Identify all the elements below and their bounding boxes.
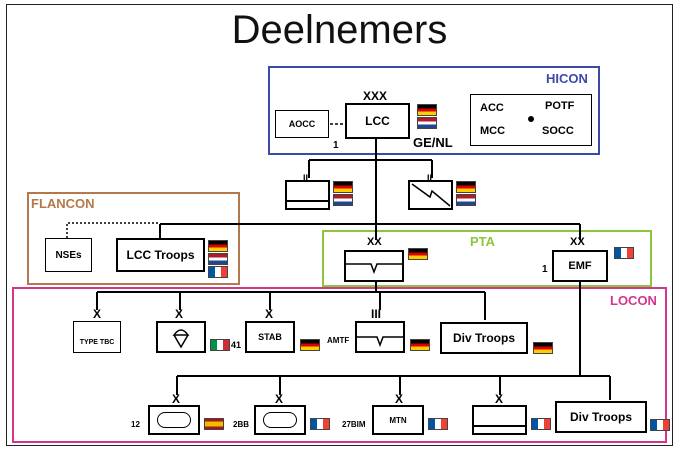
row1-unit4-box xyxy=(355,321,405,353)
row2-unit3-box: MTN xyxy=(372,405,424,435)
row2-unit4-bar xyxy=(474,425,525,427)
amtf-label: AMTF xyxy=(327,336,350,345)
flag-france-row2 xyxy=(531,418,551,430)
row2-unit3-number: 27BIM xyxy=(342,420,366,429)
support-unit-2 xyxy=(408,180,453,210)
row2-unit2-box xyxy=(254,405,306,435)
flancon-label: FLANCON xyxy=(31,196,95,211)
lcc-number: 1 xyxy=(333,140,339,151)
support-unit-1 xyxy=(285,180,330,210)
slide-frame xyxy=(6,4,673,446)
row2-unit1-echelon: X xyxy=(172,392,181,406)
division-unit-box xyxy=(344,250,404,282)
row2-unit4-box xyxy=(472,405,527,435)
socc-label: SOCC xyxy=(542,125,574,137)
acc-label: ACC xyxy=(480,102,504,114)
flag-germany-support-2 xyxy=(456,181,476,193)
armor-oval-icon xyxy=(263,412,297,428)
aocc-box: AOCC xyxy=(275,110,329,138)
signal-lightning-icon xyxy=(411,183,451,207)
mcc-label: MCC xyxy=(480,125,506,137)
row2-unit2-echelon: X xyxy=(275,392,284,406)
row1-unit2-echelon: X xyxy=(175,307,184,321)
row2-unit1-number: 12 xyxy=(131,420,140,429)
div1-echelon: XX xyxy=(367,236,382,248)
flancon-zone xyxy=(27,192,240,285)
support-unit-1-bar xyxy=(287,200,328,202)
pta-label: PTA xyxy=(470,234,496,249)
locon-zone xyxy=(12,287,667,443)
flag-germany-support-1 xyxy=(333,181,353,193)
emf-number: 1 xyxy=(542,264,548,275)
lcc-box: LCC xyxy=(345,103,410,139)
hicon-label: HICON xyxy=(546,71,588,86)
locon-label: LOCON xyxy=(610,293,657,308)
flag-france-2bb xyxy=(310,418,330,430)
flag-netherlands-lcc xyxy=(417,117,437,129)
row1-unit2-box xyxy=(156,321,206,353)
flag-germany-amtf xyxy=(410,339,430,351)
flag-italy-row1 xyxy=(210,339,230,351)
flag-france-mtn xyxy=(428,418,448,430)
row2-unit1-box xyxy=(148,405,200,435)
flag-germany-div1 xyxy=(408,248,428,260)
emf-echelon: XX xyxy=(570,236,585,248)
flag-netherlands-lcc-troops xyxy=(208,253,228,265)
airborne-symbol-icon xyxy=(357,336,403,348)
flag-germany-lcc-troops xyxy=(208,240,228,252)
row1-unit3-box: STAB xyxy=(245,321,295,353)
flag-netherlands-support-1 xyxy=(333,194,353,206)
support-unit-1-echelon: II xyxy=(303,173,309,183)
row1-unit2-number: 41 xyxy=(231,340,242,350)
div-troops-box-2: Div Troops xyxy=(555,401,647,433)
pta-zone xyxy=(322,230,652,287)
row2-unit3-echelon: X xyxy=(395,392,404,406)
potf-label: POTF xyxy=(545,100,575,112)
flag-germany-div-troops xyxy=(533,342,553,354)
support-unit-2-echelon: II xyxy=(427,173,433,183)
row1-unit1-echelon: X xyxy=(93,307,102,321)
flag-france-div-troops xyxy=(650,419,670,431)
flag-spain xyxy=(204,418,224,430)
flag-france-emf xyxy=(614,247,634,259)
armor-oval-icon xyxy=(157,412,191,428)
mountain-parachute-icon xyxy=(172,329,190,349)
row1-unit1-box: TYPE TBC xyxy=(73,321,121,353)
row2-unit2-number: 2BB xyxy=(233,420,250,429)
hicon-zone xyxy=(268,66,600,155)
row2-unit4-echelon: X xyxy=(495,392,504,406)
flag-france-lcc-troops xyxy=(208,266,228,278)
row1-unit3-echelon: X xyxy=(265,307,274,321)
emf-box: EMF xyxy=(552,250,608,282)
airborne-symbol-icon xyxy=(346,263,402,275)
flag-germany-lcc xyxy=(417,104,437,116)
page-title: Deelnemers xyxy=(231,8,448,52)
lcc-nations: GE/NL xyxy=(413,135,453,150)
nses-box: NSEs xyxy=(45,238,92,272)
flag-germany-stab xyxy=(300,339,320,351)
row1-unit4-echelon: III xyxy=(371,307,382,321)
lcc-troops-box: LCC Troops xyxy=(116,238,205,272)
div-troops-box-1: Div Troops xyxy=(440,322,528,354)
bullet-dot xyxy=(528,116,534,122)
lcc-echelon: XXX xyxy=(363,89,388,103)
flag-netherlands-support-2 xyxy=(456,194,476,206)
